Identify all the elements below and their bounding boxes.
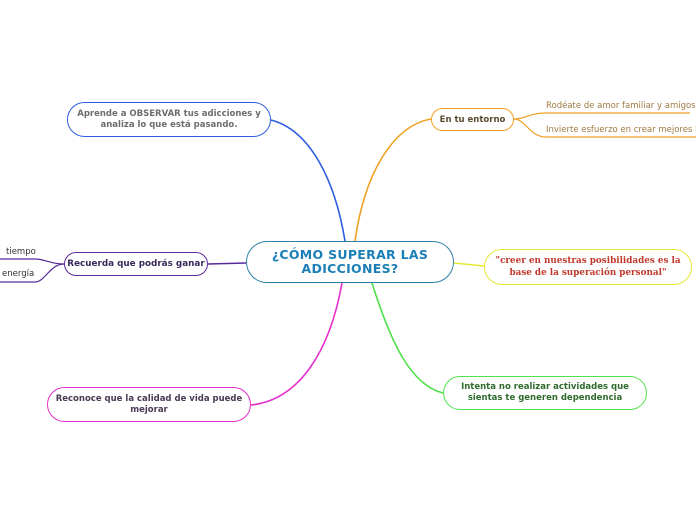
topic-creer[interactable]: "creer en nuestras posibilidades es la b… <box>484 249 692 285</box>
link-leaf-amor <box>513 112 690 120</box>
link-leaf-energia <box>0 263 65 283</box>
topic-creer-label: "creer en nuestras posibilidades es la b… <box>495 256 681 278</box>
link-leaf-tiempo <box>0 258 65 265</box>
link-entorno <box>354 118 432 242</box>
topic-calidad-label: Reconoce que la calidad de vida puede me… <box>55 393 243 415</box>
link-ganar <box>207 262 247 265</box>
link-intenta <box>371 282 444 394</box>
topic-intenta-label: Intenta no realizar actividades que sien… <box>461 382 629 403</box>
subtopic-esfuerzo[interactable]: Invierte esfuerzo en crear mejores hábit… <box>546 125 696 135</box>
link-creer <box>453 262 485 267</box>
topic-entorno[interactable]: En tu entorno <box>431 108 514 131</box>
topic-ganar[interactable]: Recuerda que podrás ganar <box>64 252 208 276</box>
link-leaf-esfuerzo <box>513 118 696 138</box>
central-topic[interactable]: ¿CÓMO SUPERAR LAS ADICCIONES? <box>246 241 454 283</box>
topic-entorno-label: En tu entorno <box>439 114 506 125</box>
link-calidad <box>250 282 343 406</box>
topic-observar[interactable]: Aprende a OBSERVAR tus adicciones y anal… <box>67 102 271 137</box>
central-topic-label: ¿CÓMO SUPERAR LAS ADICCIONES? <box>271 247 429 276</box>
link-observar <box>270 119 346 242</box>
topic-ganar-label: Recuerda que podrás ganar <box>67 259 205 269</box>
subtopic-energia[interactable]: energía <box>2 269 35 279</box>
topic-calidad[interactable]: Reconoce que la calidad de vida puede me… <box>47 387 251 422</box>
subtopic-amor[interactable]: Rodéate de amor familiar y amigos <box>546 101 696 111</box>
topic-intenta[interactable]: Intenta no realizar actividades que sien… <box>443 376 647 410</box>
topic-observar-label: Aprende a OBSERVAR tus adicciones y anal… <box>77 108 261 130</box>
subtopic-tiempo[interactable]: tiempo <box>6 247 36 257</box>
